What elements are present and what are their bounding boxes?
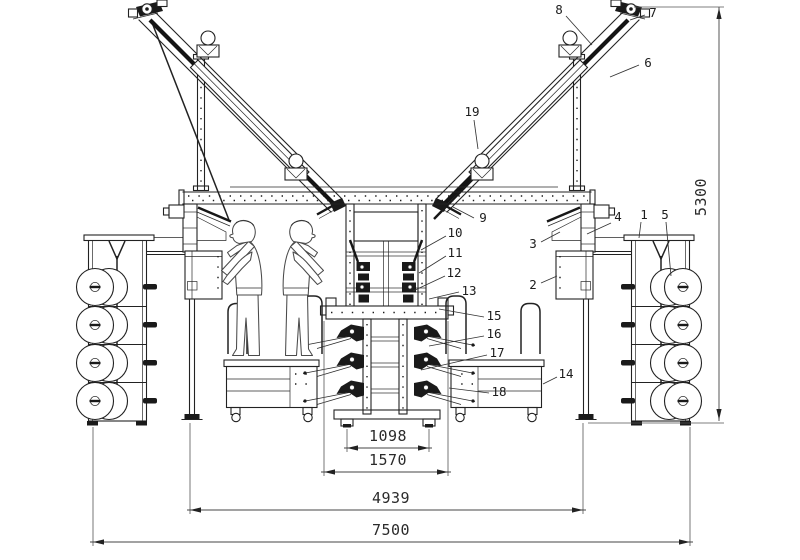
dimension-inner-width: 1098 [344,427,432,452]
dim-inner-width-label: 1098 [369,427,407,445]
right-clamp-column [400,238,424,304]
dimension-overall-width: 7500 [90,427,693,546]
callout-3: 3 [529,236,537,251]
callout-7: 7 [649,5,657,20]
dimension-mid-width: 1570 [321,321,451,476]
rotor-left-3 [302,380,365,405]
center-tower [302,203,476,428]
callout-13: 13 [461,283,476,298]
dim-outer-width-label: 4939 [372,489,410,507]
callout-11: 11 [447,245,462,260]
dim-overall-width-label: 7500 [372,521,410,539]
left-clamp-column [348,238,372,304]
callout-12: 12 [446,265,461,280]
callout-15: 15 [486,308,501,323]
callout-1: 1 [640,207,648,222]
callout-19: 19 [464,104,479,119]
callout-8: 8 [555,2,563,17]
left-tie-rod [150,19,230,221]
callout-leaders [412,14,672,394]
callout-4: 4 [614,209,622,224]
dimension-outer-width: 4939 [187,423,586,514]
rotor-left-1 [302,324,365,349]
callout-18: 18 [491,384,506,399]
left-end-assembly [162,202,233,421]
left-film-roll-rack [77,235,191,426]
operator-figure-right [282,219,325,357]
callout-5: 5 [661,207,669,222]
right-film-roll-rack [588,235,702,426]
right-end-assembly [545,202,616,421]
callout-9: 9 [479,210,487,225]
left-elevator-boom [129,0,347,219]
rotor-left-2 [302,352,365,377]
dimension-overall-height: 5300 [588,6,724,424]
callout-labels: 1 2 3 4 5 6 7 8 9 10 11 12 13 14 15 16 1… [446,2,668,399]
rotor-right-3 [413,380,476,405]
callout-14: 14 [558,366,573,381]
dim-mid-width-label: 1570 [369,451,407,469]
callout-2: 2 [529,277,537,292]
callout-16: 16 [486,326,501,341]
callout-17: 17 [489,345,504,360]
dim-overall-height-label: 5300 [692,178,710,216]
callout-6: 6 [644,55,652,70]
main-frame-beam [178,186,596,207]
callout-10: 10 [447,225,462,240]
